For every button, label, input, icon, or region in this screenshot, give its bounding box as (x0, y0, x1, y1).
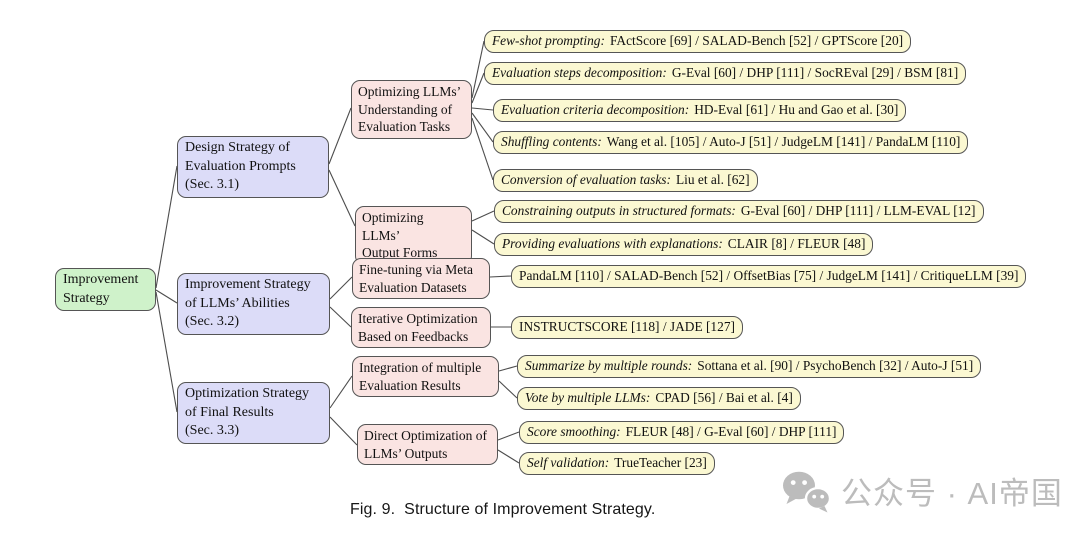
leaf-shuffling-contents: Shuffling contents: Wang et al. [105] / A… (493, 131, 969, 154)
node-optimizing-llms-output-forms: Optimizing LLMs’ Output Forms (355, 206, 472, 265)
watermark: 公众号 · AI帝国 (781, 470, 1063, 518)
leaf-citations: G-Eval [60] / DHP [111] / LLM-EVAL [12] (740, 203, 976, 218)
node-improvement-strategy: Improvement Strategy (55, 268, 156, 311)
leaf-topic-label: Shuffling contents: (501, 134, 602, 149)
leaf-feedback-citations: INSTRUCTSCORE [118] / JADE [127] (511, 316, 743, 339)
node-design-strategy-evaluation-prompts: Design Strategy of Evaluation Prompts (S… (177, 136, 329, 198)
leaf-citations: CPAD [56] / Bai et al. [4] (655, 390, 793, 405)
leaf-citations: FLEUR [48] / G-Eval [60] / DHP [111] (625, 424, 837, 439)
leaf-topic-label: Evaluation criteria decomposition: (501, 102, 690, 117)
leaf-topic-label: Providing evaluations with explanations: (502, 236, 723, 251)
node-integration-evaluation-results: Integration of multiple Evaluation Resul… (352, 356, 499, 397)
node-fine-tuning-meta-datasets: Fine-tuning via Meta Evaluation Datasets (352, 258, 490, 299)
leaf-self-validation: Self validation: TrueTeacher [23] (519, 452, 715, 475)
leaf-topic-label: Summarize by multiple rounds: (525, 358, 693, 373)
leaf-vote-multiple-llms: Vote by multiple LLMs: CPAD [56] / Bai et… (517, 387, 801, 410)
leaf-score-smoothing: Score smoothing: FLEUR [48] / G-Eval [60]… (519, 421, 845, 444)
figure-caption: Fig. 9. Structure of Improvement Strategy… (350, 501, 655, 519)
node-iterative-optimization-feedbacks: Iterative Optimization Based on Feedback… (351, 307, 491, 348)
figure-caption-text: Structure of Improvement Strategy. (404, 501, 656, 518)
leaf-topic-label: Few-shot prompting: (492, 33, 605, 48)
watermark-text: 公众号 · AI帝国 (841, 476, 1063, 511)
leaf-citations: Wang et al. [105] / Auto-J [51] / JudgeL… (606, 134, 961, 149)
node-improvement-strategy-llms-abilities: Improvement Strategy of LLMs’ Abilities … (177, 273, 330, 335)
leaf-topic-label: Evaluation steps decomposition: (492, 65, 667, 80)
leaf-citations: INSTRUCTSCORE [118] / JADE [127] (519, 319, 735, 334)
leaf-citations: CLAIR [8] / FLEUR [48] (727, 236, 866, 251)
leaf-citations: G-Eval [60] / DHP [111] / SocREval [29] … (671, 65, 959, 80)
leaf-topic-label: Conversion of evaluation tasks: (501, 172, 671, 187)
leaf-topic-label: Constraining outputs in structured forma… (502, 203, 736, 218)
leaf-topic-label: Self validation: (527, 455, 610, 470)
leaf-meta-evaluation-datasets-citations: PandaLM [110] / SALAD-Bench [52] / Offse… (511, 265, 1027, 288)
leaf-few-shot-prompting: Few-shot prompting: FActScore [69] / SALA… (484, 30, 912, 53)
wechat-chat-bubbles-icon (781, 470, 832, 518)
leaf-citations: PandaLM [110] / SALAD-Bench [52] / Offse… (519, 268, 1019, 283)
leaf-constraining-structured-formats: Constraining outputs in structured forma… (494, 200, 984, 223)
leaf-topic-label: Score smoothing: (527, 424, 621, 439)
leaf-topic-label: Vote by multiple LLMs: (525, 390, 651, 405)
leaf-citations: Sottana et al. [90] / PsychoBench [32] /… (697, 358, 974, 373)
leaf-citations: HD-Eval [61] / Hu and Gao et al. [30] (694, 102, 899, 117)
leaf-citations: FActScore [69] / SALAD-Bench [52] / GPTS… (609, 33, 904, 48)
leaf-evaluation-steps-decomposition: Evaluation steps decomposition: G-Eval [6… (484, 62, 967, 85)
leaf-providing-explanations: Providing evaluations with explanations:… (494, 233, 874, 256)
node-direct-optimization-outputs: Direct Optimization of LLMs’ Outputs (357, 424, 498, 465)
leaf-conversion-evaluation-tasks: Conversion of evaluation tasks: Liu et al… (493, 169, 758, 192)
leaf-citations: TrueTeacher [23] (614, 455, 707, 470)
node-optimizing-llms-understanding: Optimizing LLMs’ Understanding of Evalua… (351, 80, 472, 139)
leaf-summarize-multiple-rounds: Summarize by multiple rounds: Sottana et … (517, 355, 982, 378)
leaf-citations: Liu et al. [62] (675, 172, 750, 187)
leaf-evaluation-criteria-decomposition: Evaluation criteria decomposition: HD-Eva… (493, 99, 907, 122)
node-optimization-strategy-final-results: Optimization Strategy of Final Results (… (177, 382, 330, 444)
figure-number-label: Fig. 9. (350, 501, 396, 518)
